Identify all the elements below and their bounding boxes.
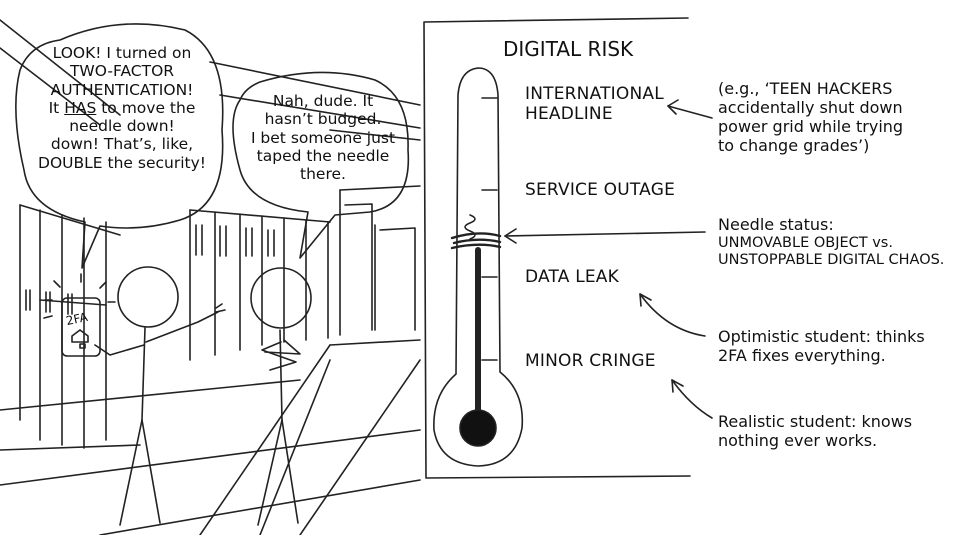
note-line: (e.g., ‘TEEN HACKERS (718, 79, 893, 98)
right-bubble-line: taped the needle (256, 146, 390, 165)
note-line: accidentally shut down (718, 97, 903, 117)
note-line: Realistic student: knows (718, 412, 913, 431)
left-bubble-line: needle down! (69, 117, 175, 136)
optimistic-student-figure (94, 266, 226, 526)
left-bubble-line: down! That’s, like, (50, 135, 194, 154)
risk-thermometer (433, 67, 524, 467)
realistic-student-figure (250, 267, 312, 526)
note-line: UNMOVABLE OBJECT vs. (718, 234, 893, 251)
right-bubble-line: I bet someone just (250, 128, 396, 147)
level-label-data-leak: DATA LEAK (525, 267, 619, 287)
note-line: nothing ever works. (718, 430, 878, 450)
left-bubble-text: LOOK! I turned on TWO-FACTOR AUTHENTICAT… (26, 44, 218, 172)
level-label-line: INTERNATIONAL (525, 84, 664, 104)
left-bubble-text-fragment: It (48, 98, 65, 117)
left-bubble-line: LOOK! I turned on (52, 44, 192, 62)
note-line: Needle status: (718, 215, 834, 234)
emphasis-has: HAS (64, 98, 97, 117)
realist-note: Realistic student: knows nothing ever wo… (718, 412, 913, 451)
optimist-note: Optimistic student: thinks 2FA fixes eve… (718, 327, 925, 366)
note-line: to change grades’) (718, 135, 870, 155)
right-bubble-line: hasn’t budged. (264, 110, 382, 129)
left-bubble-line: It HAS to move the (26, 99, 218, 117)
annotation-arrows (504, 99, 713, 419)
note-line: 2FA fixes everything. (718, 345, 886, 365)
level-label-international-headline: INTERNATIONAL HEADLINE (525, 84, 664, 124)
left-bubble-text-fragment: to move the (96, 98, 196, 117)
right-bubble-text: Nah, dude. It hasn’t budged. I bet someo… (240, 92, 406, 183)
hallway-background (0, 19, 421, 535)
gauge-panel-frame (423, 17, 691, 479)
headline-example-note: (e.g., ‘TEEN HACKERS accidentally shut d… (718, 79, 904, 156)
left-bubble-line: AUTHENTICATION! (50, 80, 194, 99)
left-bubble-line: DOUBLE the security! (38, 153, 206, 172)
note-line: Optimistic student: thinks (718, 327, 925, 346)
level-label-line: HEADLINE (525, 104, 613, 125)
level-label-minor-cringe: MINOR CRINGE (525, 351, 656, 371)
note-line: power grid while trying (718, 116, 904, 136)
right-bubble-line: there. (300, 165, 346, 184)
gauge-title: DIGITAL RISK (503, 37, 634, 61)
level-label-service-outage: SERVICE OUTAGE (525, 180, 676, 200)
right-speech-bubble (232, 71, 410, 259)
phone-with-2fa (43, 273, 116, 357)
note-line: UNSTOPPABLE DIGITAL CHAOS. (718, 251, 945, 268)
needle-status-note: Needle status: UNMOVABLE OBJECT vs. UNST… (718, 215, 945, 269)
left-speech-bubble (15, 23, 224, 269)
right-bubble-line: Nah, dude. It (272, 92, 374, 110)
left-bubble-line: TWO-FACTOR (69, 62, 175, 81)
